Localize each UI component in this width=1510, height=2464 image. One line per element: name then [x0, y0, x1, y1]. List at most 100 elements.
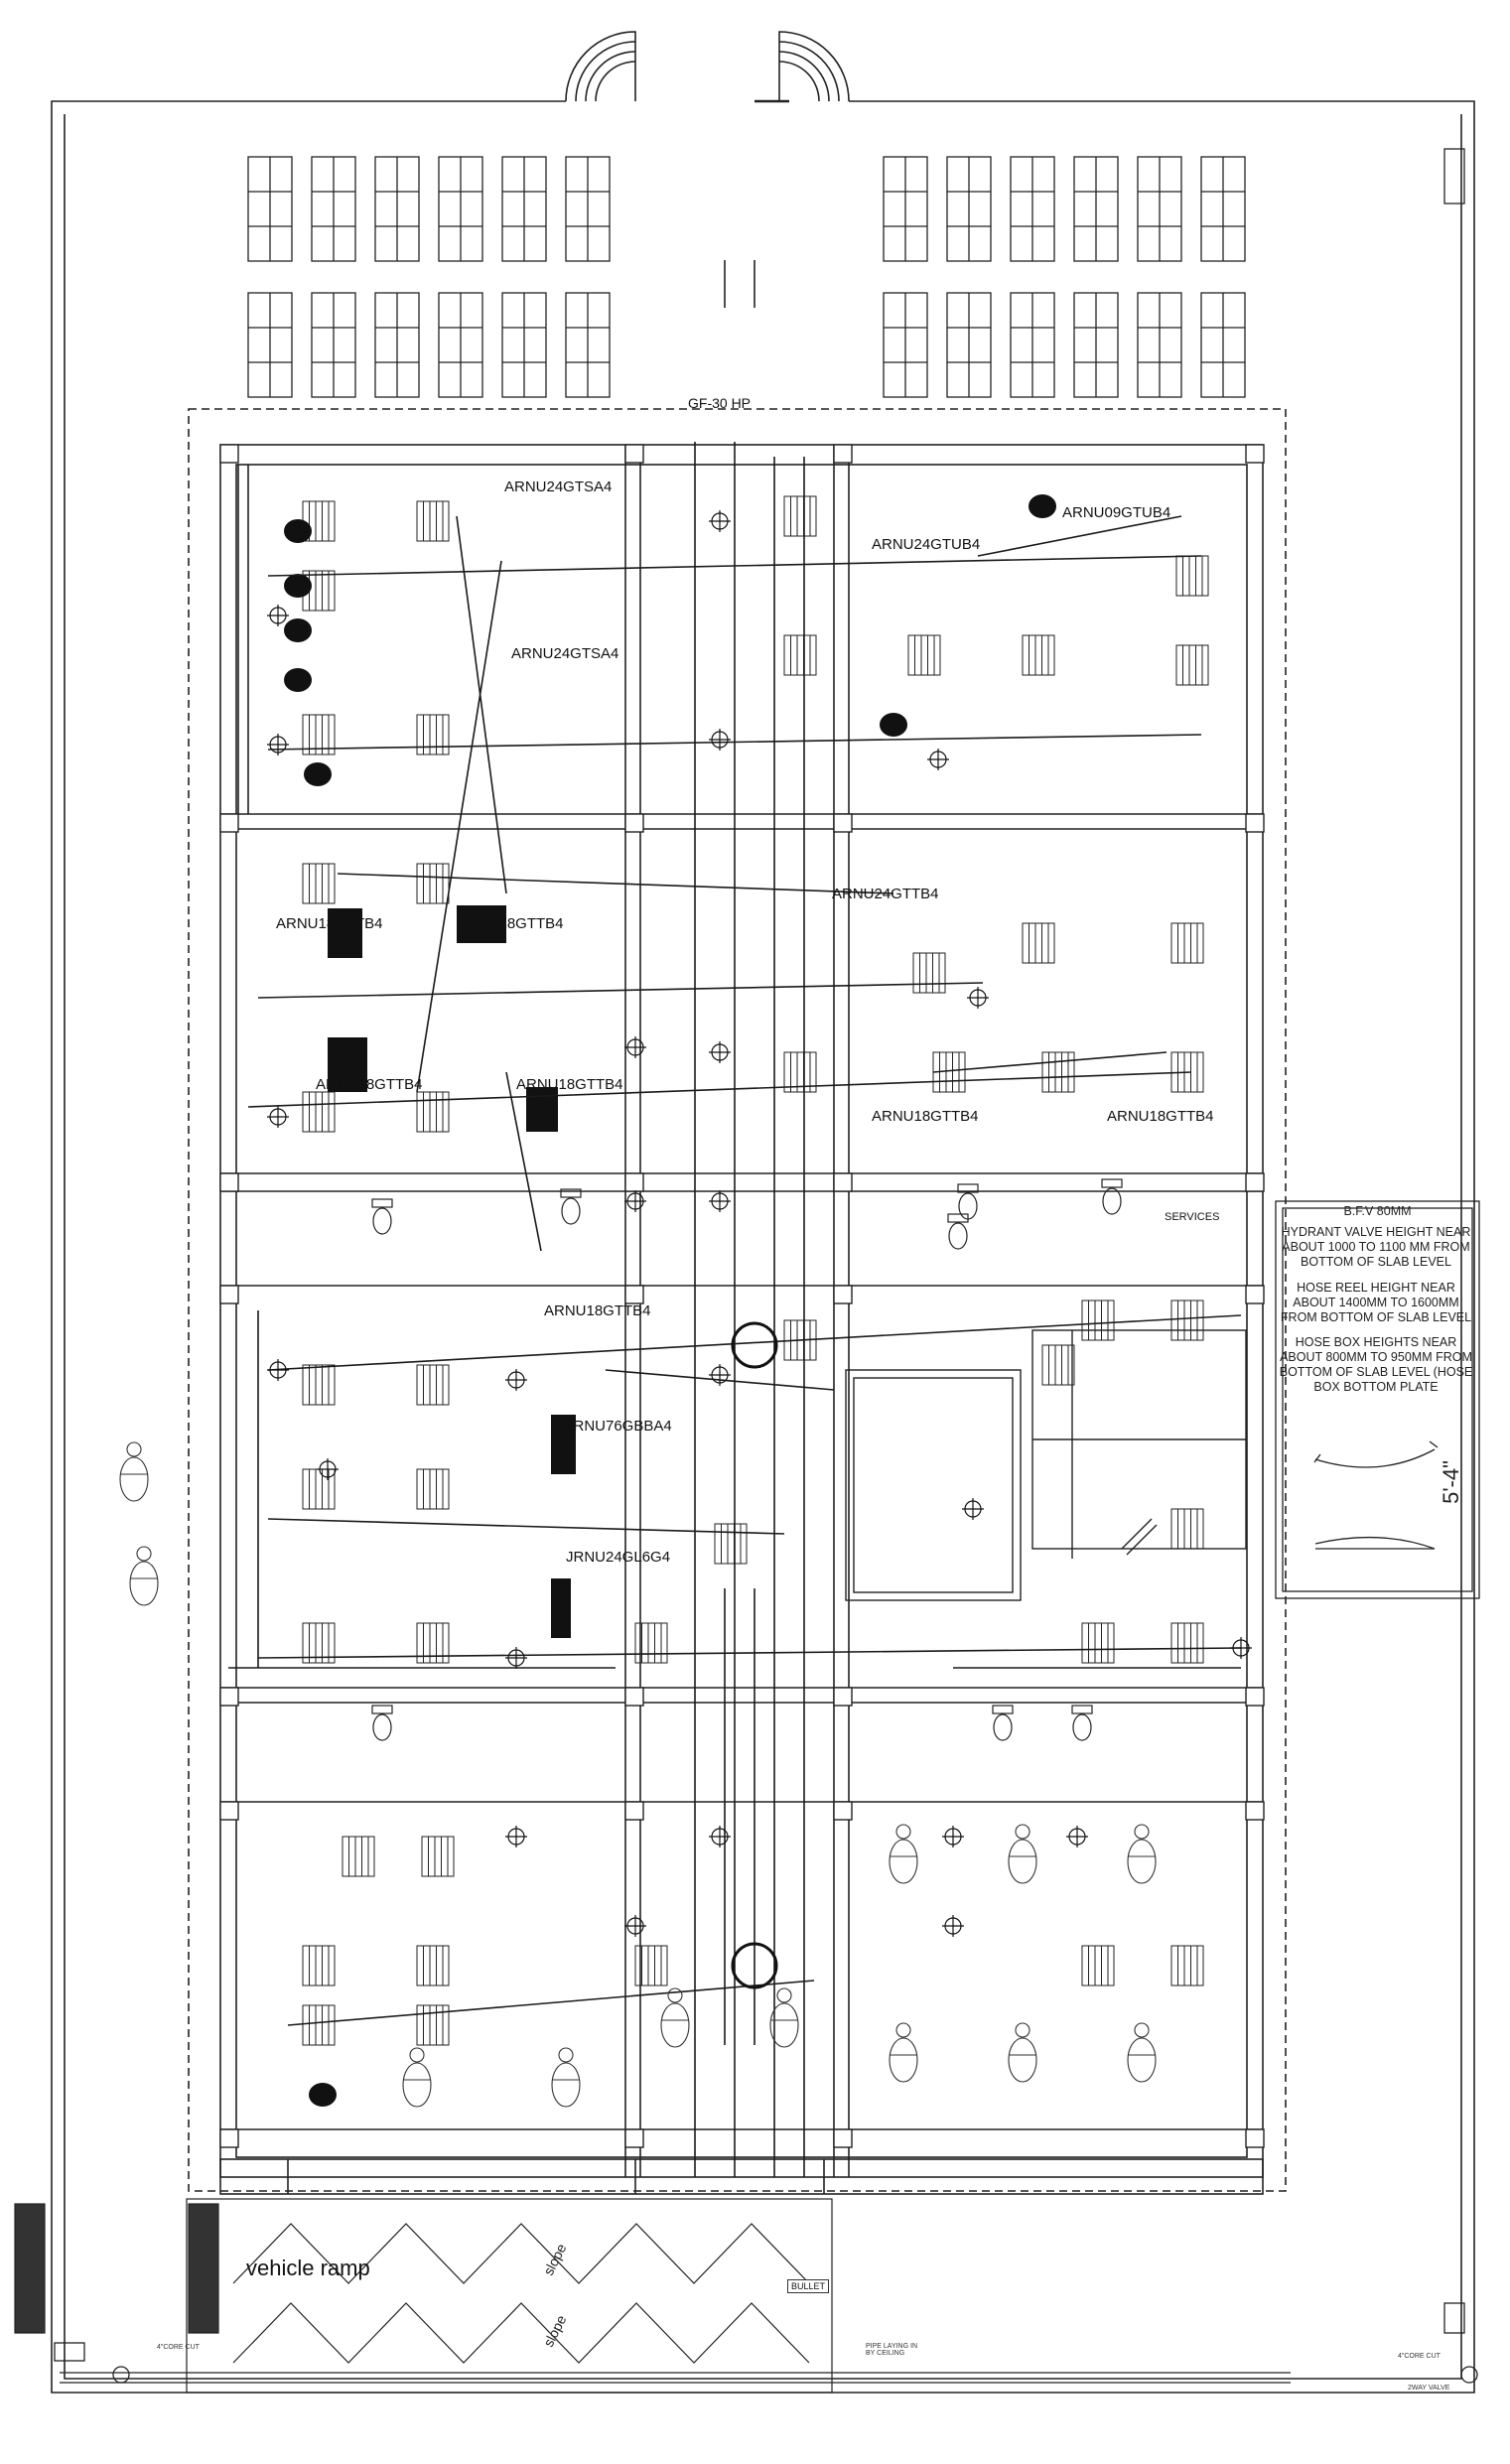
sprinkler	[267, 605, 289, 626]
sprinkler	[505, 1826, 527, 1848]
toilet-fixture	[371, 1705, 393, 1741]
ac-grille	[421, 1836, 455, 1877]
services-label: SERVICES	[1165, 1211, 1220, 1223]
indoor-unit	[551, 1415, 576, 1474]
pipe	[337, 873, 894, 894]
ac-grille	[416, 1945, 450, 1986]
sprinkler	[709, 1041, 731, 1063]
ac-grille	[1170, 1945, 1204, 1986]
sprinkler	[267, 1106, 289, 1128]
sprinkler	[624, 1036, 646, 1058]
parking-bay	[1010, 292, 1055, 398]
column	[833, 2128, 853, 2148]
legend-hose-box-note: HOSE BOX HEIGHTS NEAR ABOUT 800MM TO 950…	[1279, 1335, 1473, 1394]
column	[833, 1285, 853, 1304]
ac-grille	[634, 1622, 668, 1664]
parking-bay	[501, 292, 547, 398]
ac-grilles	[302, 495, 1209, 2046]
indoor-units-dark	[284, 494, 1056, 2107]
unit-label: ARNU09GTUB4	[1062, 504, 1171, 521]
pipe	[257, 982, 984, 999]
column	[219, 2128, 239, 2148]
unit-label: ARNU18GTTB4	[872, 1108, 979, 1125]
column	[1245, 444, 1265, 464]
human-figures	[119, 1441, 1157, 2108]
ac-grille	[1170, 922, 1204, 964]
ac-grille	[1081, 1300, 1115, 1341]
sprinkler	[942, 1915, 964, 1937]
bullet-tag: BULLET	[787, 2279, 830, 2293]
person-figure	[889, 2022, 918, 2083]
toilet-fixture	[947, 1213, 969, 1250]
sprinkler	[942, 1826, 964, 1848]
column	[624, 1687, 644, 1707]
sprinkler	[927, 749, 949, 770]
ac-grille	[302, 1091, 336, 1133]
ac-grille	[1175, 644, 1209, 686]
person-figure	[889, 1824, 918, 1884]
indoor-unit	[1029, 494, 1056, 518]
indoor-unit	[309, 2083, 337, 2107]
column	[219, 1285, 239, 1304]
pipe	[456, 515, 507, 894]
ac-grille	[1170, 1300, 1204, 1341]
indoor-unit	[551, 1578, 571, 1638]
column	[1245, 1285, 1265, 1304]
toilet-fixture	[371, 1198, 393, 1235]
legend-dimension: 5'-4"	[1438, 1460, 1463, 1504]
unit-label: ARNU18GTTB4	[1107, 1108, 1214, 1125]
ac-grille	[342, 1836, 375, 1877]
column	[833, 1801, 853, 1821]
person-figure	[769, 1987, 799, 2048]
core-cut-right: 4"CORE CUT	[1398, 2353, 1441, 2360]
parking-bay	[565, 156, 611, 262]
ac-grille	[416, 863, 450, 904]
toilet-fixture	[1071, 1705, 1093, 1741]
unit-label: ARNU18GTTB4	[516, 1076, 623, 1093]
ac-grille	[302, 1364, 336, 1406]
column	[1245, 1801, 1265, 1821]
ac-grille	[634, 1945, 668, 1986]
indoor-unit	[880, 713, 907, 737]
pipe-note: PIPE LAYING IN BY CEILING	[866, 2343, 917, 2357]
parking-bay	[247, 292, 293, 398]
unit-label: ARNU18GTTB4	[316, 1076, 423, 1093]
hose-reel	[731, 1942, 778, 1989]
unit-label: ARNU18GTTB4	[276, 915, 383, 932]
ac-grille	[1081, 1622, 1115, 1664]
column	[219, 1172, 239, 1192]
column	[624, 1285, 644, 1304]
column	[833, 1172, 853, 1192]
column	[833, 1687, 853, 1707]
two-way-valve: 2WAY VALVE	[1408, 2385, 1450, 2392]
column	[624, 2128, 644, 2148]
parking-bay	[311, 292, 356, 398]
sprinkler	[962, 1498, 984, 1520]
indoor-unit	[284, 574, 312, 598]
unit-label: ARNU24GTSA4	[511, 645, 619, 662]
sprinkler	[1230, 1637, 1252, 1659]
indoor-unit	[284, 668, 312, 692]
ac-grille	[302, 1945, 336, 1986]
unit-label: ARNU24GTTB4	[832, 886, 939, 902]
parking-bay	[247, 156, 293, 262]
parking-bays-top	[247, 156, 1246, 398]
sprinkler	[709, 1190, 731, 1212]
column	[624, 1801, 644, 1821]
pipe	[505, 1071, 542, 1252]
ac-grille	[1022, 634, 1055, 676]
sprinkler	[505, 1369, 527, 1391]
parking-bay	[1010, 156, 1055, 262]
parking-bay	[946, 156, 992, 262]
refrigerant-piping	[228, 442, 1242, 2177]
sprinkler	[709, 510, 731, 532]
building-walls	[188, 408, 1287, 2195]
legend-hose-reel-note: HOSE REEL HEIGHT NEAR ABOUT 1400MM TO 16…	[1280, 1281, 1472, 1324]
pipe	[247, 1071, 1192, 1108]
parking-bay	[438, 292, 483, 398]
ac-grille	[302, 863, 336, 904]
parking-bay	[438, 156, 483, 262]
indoor-unit	[304, 762, 332, 786]
column	[624, 813, 644, 833]
hose-reel	[731, 1321, 778, 1369]
